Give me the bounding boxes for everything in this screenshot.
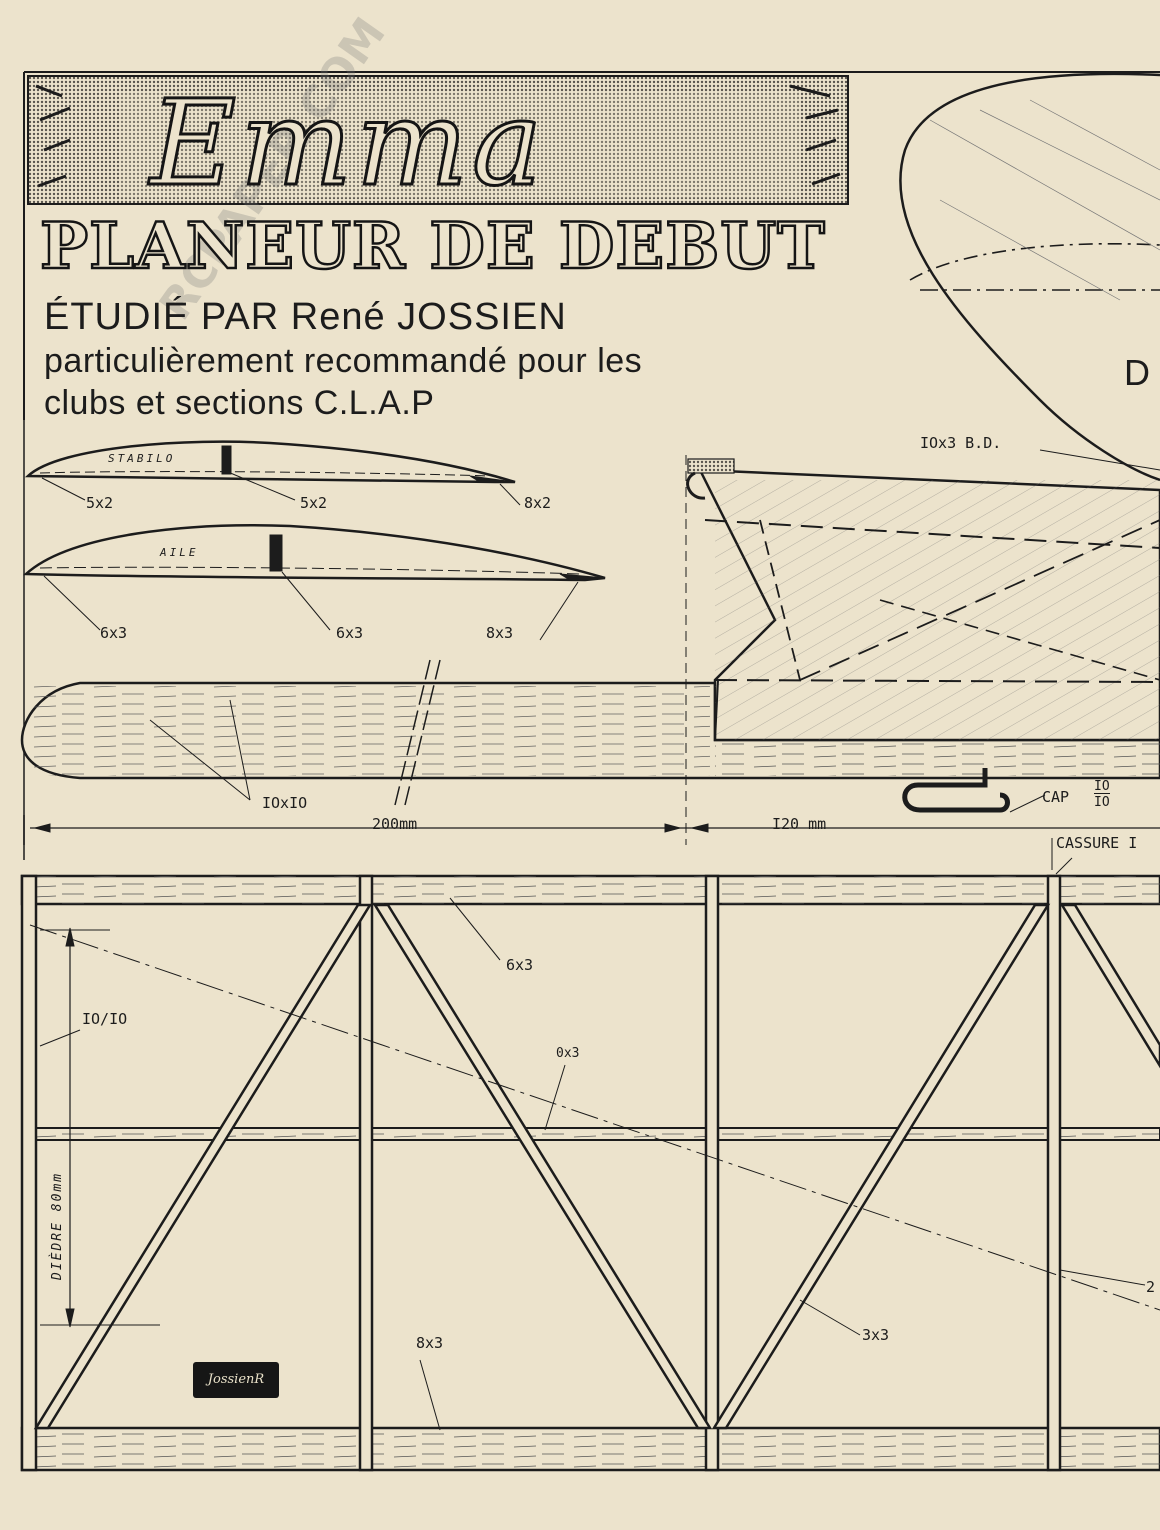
signature-stamp: JossienR bbox=[193, 1362, 279, 1398]
wing-le-dim: 6x3 bbox=[506, 956, 534, 974]
diagonal-dim: 0x3 bbox=[556, 1046, 580, 1061]
hook-label: CAP bbox=[1042, 788, 1070, 806]
nose-length-dim: 200mm bbox=[372, 815, 418, 833]
recommend-line-2: clubs et sections C.L.A.P bbox=[44, 384, 435, 422]
author-line: ÉTUDIÉ PAR René JOSSIEN bbox=[44, 296, 567, 338]
mid-length-dim: I20 mm bbox=[772, 815, 827, 833]
stabilizer-planform bbox=[899, 72, 1160, 482]
hook-num-top: IO bbox=[1094, 779, 1110, 794]
aile-spar-dim: 6x3 bbox=[336, 624, 364, 642]
fin-dim: IOx3 B.D. bbox=[920, 434, 1002, 452]
stabilo-te-dim: 8x2 bbox=[524, 494, 552, 512]
aile-profile bbox=[22, 524, 606, 641]
stabilo-label: STABILO bbox=[108, 452, 176, 465]
fuselage-section-dim: IOxIO bbox=[262, 794, 308, 812]
hook-num-bottom: IO bbox=[1094, 795, 1110, 810]
stabilo-profile bbox=[24, 440, 521, 506]
aile-label: AILE bbox=[160, 546, 199, 559]
edge-dim: 2 bbox=[1146, 1278, 1156, 1296]
fuselage-dimension bbox=[23, 455, 1160, 845]
recommend-line-1: particulièrement recommandé pour les bbox=[44, 342, 643, 380]
fuselage-side-view bbox=[20, 449, 1160, 813]
wing-planform bbox=[20, 838, 1160, 1472]
stabilo-spar-dim: 5x2 bbox=[300, 494, 328, 512]
dihedral-label: DIÈDRE 80mm bbox=[50, 1171, 65, 1280]
model-subtitle: PLANEUR DE DEBUT bbox=[39, 209, 826, 284]
brace-dim: 3x3 bbox=[862, 1326, 890, 1344]
aile-le-dim: 6x3 bbox=[100, 624, 128, 642]
aile-te-dim: 8x3 bbox=[486, 624, 514, 642]
header-banner bbox=[27, 75, 849, 205]
cut-line-label: CASSURE I bbox=[1056, 834, 1138, 852]
cut-off-letter: D bbox=[1124, 352, 1150, 393]
rib-dim: IO/IO bbox=[82, 1010, 128, 1028]
model-title: Emma bbox=[149, 74, 547, 212]
wing-te-dim: 8x3 bbox=[416, 1334, 444, 1352]
stabilo-le-dim: 5x2 bbox=[86, 494, 114, 512]
